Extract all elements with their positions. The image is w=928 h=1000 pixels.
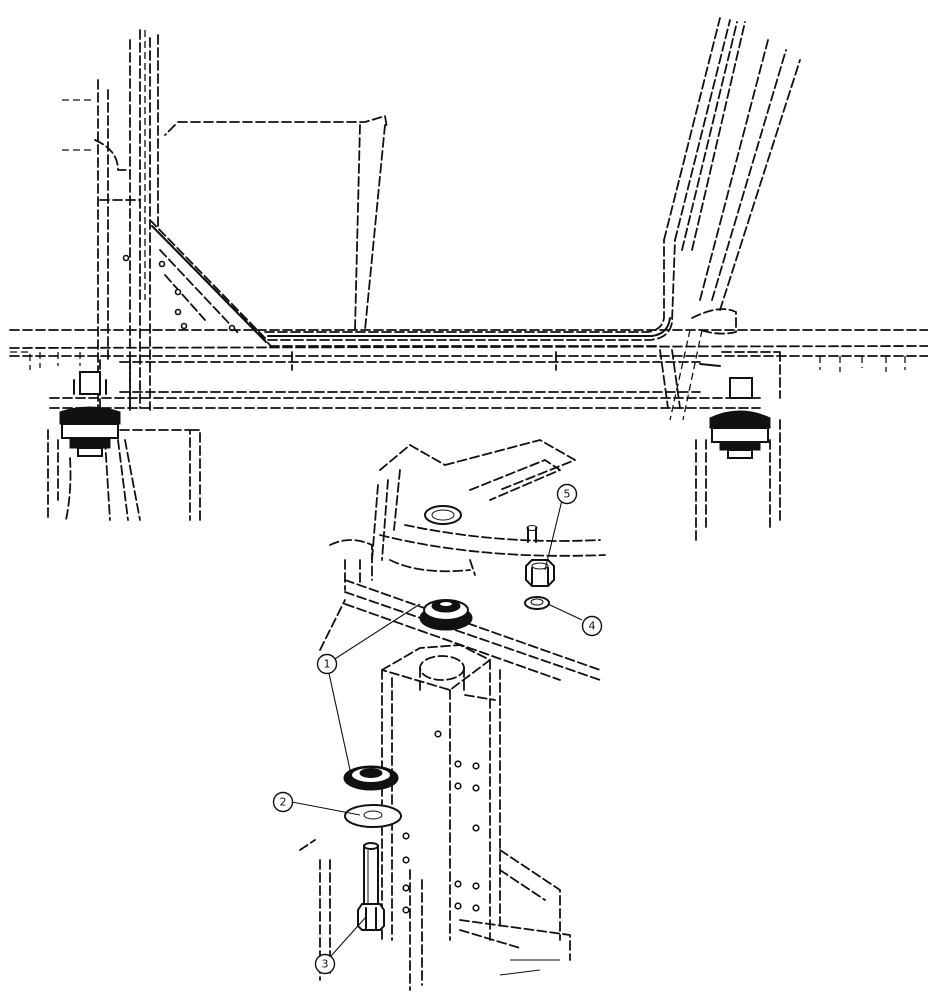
callout-1: 1 xyxy=(316,653,338,675)
right-mount xyxy=(695,377,781,541)
callout-5: 5 xyxy=(556,483,578,505)
hex-bolt xyxy=(357,842,385,931)
frame-post xyxy=(299,644,571,991)
callout-1-label: 1 xyxy=(324,658,331,671)
exploded-detail-view xyxy=(299,439,606,991)
callout-4-label: 4 xyxy=(589,620,596,633)
hex-nut xyxy=(525,559,555,587)
callout-3-label: 3 xyxy=(322,958,329,971)
rubber-mount-lower xyxy=(343,765,399,791)
callout-leaders xyxy=(291,499,583,957)
left-mount xyxy=(47,371,201,521)
callout-4: 4 xyxy=(581,615,603,637)
rubber-mount-upper xyxy=(419,599,473,631)
callout-3: 3 xyxy=(314,953,336,975)
flat-washer xyxy=(344,804,402,828)
lock-washer xyxy=(524,596,550,610)
callout-2: 2 xyxy=(272,791,294,813)
frame-assembly-view xyxy=(9,17,928,541)
callout-5-label: 5 xyxy=(564,488,571,501)
callout-2-label: 2 xyxy=(280,796,287,809)
